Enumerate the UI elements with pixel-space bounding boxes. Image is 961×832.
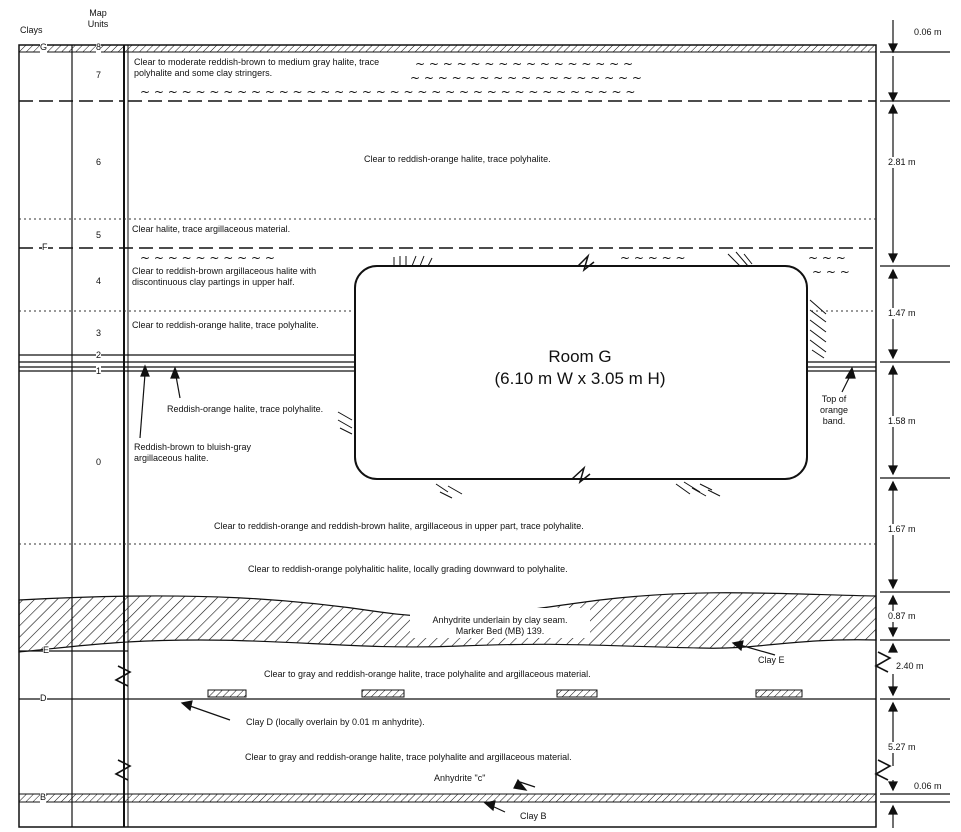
room-g-dimensions: (6.10 m W x 3.05 m H)	[494, 369, 666, 388]
svg-text:~ ~ ~ ~ ~ ~ ~ ~ ~ ~: ~ ~ ~ ~ ~ ~ ~ ~ ~ ~	[140, 251, 275, 265]
unit-3-label: 3	[96, 328, 102, 338]
unit-7-description: Clear to moderate reddish-brown to mediu…	[134, 57, 380, 78]
top-orange-band-callout: Top of orange band.	[819, 394, 849, 426]
polyhalitic-description: Clear to reddish-orange polyhalitic hali…	[248, 564, 568, 574]
fracture-marks	[337, 251, 827, 499]
mb139-description: Anhydrite underlain by clay seam. Marker…	[432, 615, 568, 636]
below-e-description: Clear to gray and reddish-orange halite,…	[264, 669, 591, 679]
thickness-7: 5.27 m	[888, 742, 916, 753]
unit-5-description: Clear halite, trace argillaceous materia…	[132, 224, 307, 235]
room-g-title: Room G	[548, 347, 612, 366]
unit-4-label: 4	[96, 276, 102, 286]
thickness-1: 2.81 m	[888, 157, 916, 168]
thickness-0: 0.06 m	[914, 27, 942, 37]
clay-f-label: F	[42, 242, 48, 253]
clay-e-callout: Clay E	[758, 655, 785, 665]
unit-0-label: 0	[96, 457, 102, 467]
anhydrite-c-callout: Anhydrite "c"	[434, 773, 486, 783]
unit-8-label: 8	[96, 42, 102, 53]
thickness-5: 0.87 m	[888, 611, 916, 622]
clays-header: Clays	[20, 25, 43, 35]
unit-6-description: Clear to reddish-orange halite, trace po…	[364, 154, 551, 164]
unit-6-label: 6	[96, 157, 102, 167]
clay-e-label: E	[43, 645, 50, 656]
clay-b-callout: Clay B	[520, 811, 547, 821]
unit-4-description: Clear to reddish-brown argillaceous hali…	[132, 266, 317, 287]
svg-text:~ ~ ~: ~ ~ ~	[808, 251, 846, 265]
unit-0-description: Reddish-brown to bluish-gray argillaceou…	[134, 442, 252, 463]
clay-d-label: D	[40, 693, 47, 704]
unit-1-description: Reddish-orange halite, trace polyhalite.	[167, 404, 324, 414]
top-clay-band	[18, 44, 877, 53]
unit-5-label: 5	[96, 230, 102, 240]
bottom-clay-band	[18, 793, 877, 803]
svg-text:~ ~ ~: ~ ~ ~	[812, 265, 850, 279]
below-d-description: Clear to gray and reddish-orange halite,…	[245, 752, 572, 762]
svg-text:~ ~ ~ ~ ~ ~ ~ ~ ~ ~ ~ ~ ~ ~ ~: ~ ~ ~ ~ ~ ~ ~ ~ ~ ~ ~ ~ ~ ~ ~ ~ ~	[410, 71, 642, 85]
svg-text:~ ~ ~ ~ ~ ~ ~ ~ ~ ~ ~ ~ ~ ~ ~: ~ ~ ~ ~ ~ ~ ~ ~ ~ ~ ~ ~ ~ ~ ~ ~ ~ ~ ~ ~ …	[140, 85, 635, 99]
unit-1-label: 1	[96, 366, 102, 377]
thickness-3: 1.58 m	[888, 416, 916, 427]
map-units-header: Map Units	[87, 8, 109, 29]
unit-2-label: 2	[96, 350, 102, 361]
thickness-2: 1.47 m	[888, 308, 916, 319]
unit-7-label: 7	[96, 70, 102, 80]
svg-text:~ ~ ~ ~ ~ ~ ~ ~ ~ ~ ~ ~ ~ ~ ~: ~ ~ ~ ~ ~ ~ ~ ~ ~ ~ ~ ~ ~ ~ ~ ~	[415, 57, 633, 71]
unit-3-description: Clear to reddish-orange halite, trace po…	[132, 320, 319, 330]
thickness-8: 0.06 m	[914, 781, 942, 791]
below-room-description: Clear to reddish-orange and reddish-brow…	[214, 521, 584, 531]
svg-text:~ ~ ~ ~ ~: ~ ~ ~ ~ ~	[620, 251, 686, 265]
clay-g-label: G	[40, 42, 48, 53]
thickness-scale	[880, 20, 950, 828]
clay-stringer-tildes: ~ ~ ~ ~ ~ ~ ~ ~ ~ ~ ~ ~ ~ ~ ~ ~ ~ ~ ~ ~ …	[140, 57, 850, 279]
clay-b-label: B	[40, 792, 47, 803]
clay-d-callout: Clay D (locally overlain by 0.01 m anhyd…	[246, 717, 425, 727]
thickness-4: 1.67 m	[888, 524, 916, 535]
thickness-6: 2.40 m	[896, 661, 924, 672]
